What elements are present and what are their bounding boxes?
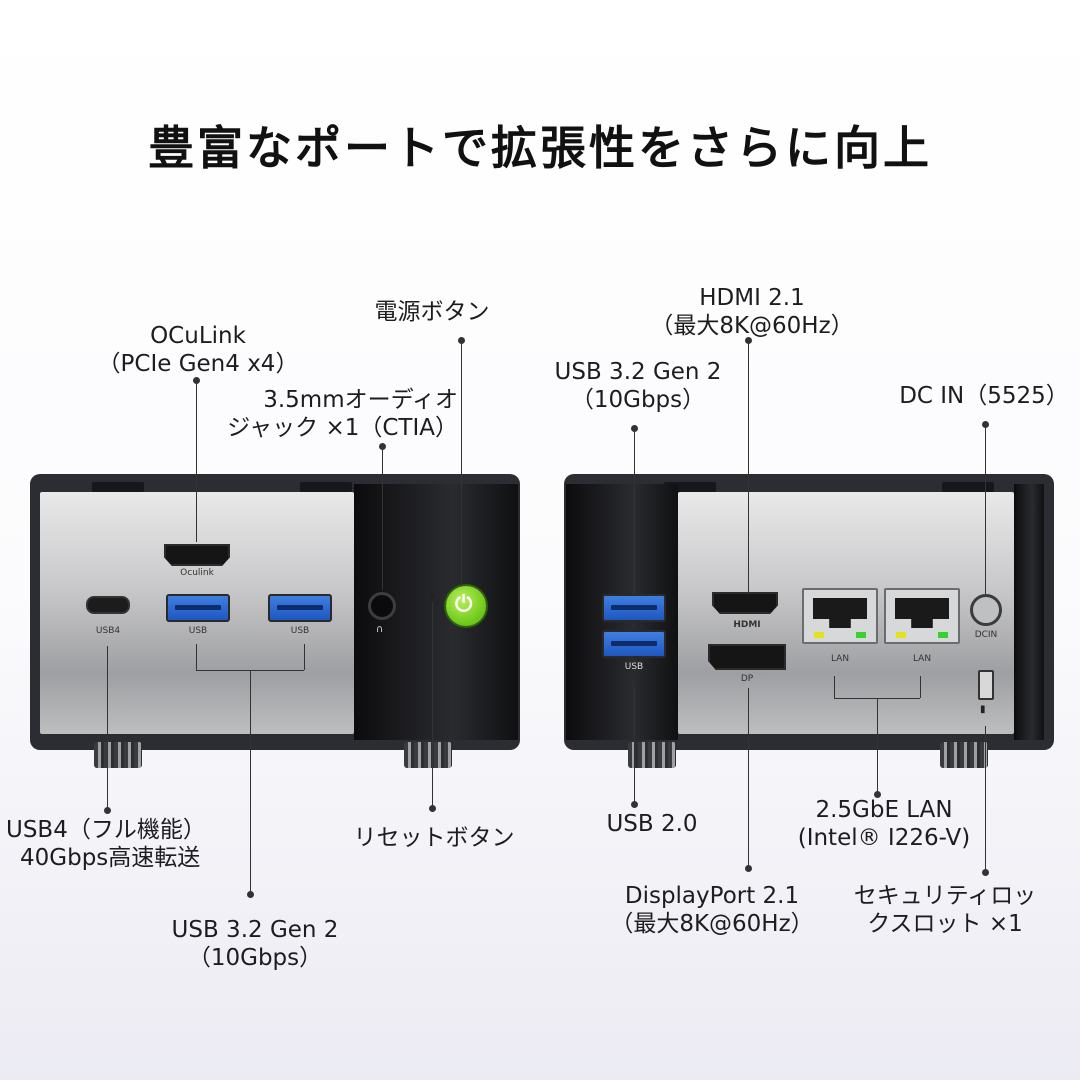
power-button-label: 電源ボタン (374, 299, 490, 325)
lan-label: 2.5GbE LAN(Intel® I226-V) (797, 797, 971, 851)
security-lock-label: セキュリティロックスロット ×1 (853, 883, 1037, 937)
reset-button-label: リセットボタン (353, 825, 515, 851)
hdmi-label: HDMI 2.1（最大8K@60Hz） (650, 285, 854, 339)
headphone-icon: ∩ (376, 624, 384, 635)
displayport-label: DisplayPort 2.1（最大8K@60Hz） (610, 883, 814, 937)
usb32-port (602, 594, 666, 622)
page-title: 豊富なポートで拡張性をさらに向上 (148, 121, 932, 175)
usb20-port (602, 630, 666, 658)
power-icon: ⏻ (455, 592, 473, 617)
audio-jack (368, 592, 396, 620)
lan-port-1 (802, 588, 878, 644)
usb32-left-label: USB 3.2 Gen 2（10Gbps） (171, 917, 339, 971)
power-button[interactable]: ⏻ (444, 584, 488, 628)
dcin-label: DC IN（5525） (899, 383, 1069, 409)
oculink-port (164, 544, 230, 566)
usb20-label: USB 2.0 (606, 811, 698, 837)
reset-pinhole (429, 593, 435, 599)
hdmi-port-label: HDMI (733, 620, 761, 630)
dcin-port-label: DCIN (974, 630, 998, 640)
usb32-right-label: USB 3.2 Gen 2（10Gbps） (554, 359, 722, 413)
audio-jack-label: 3.5mmオーディオジャック ×1（CTIA） (227, 387, 458, 441)
oculink-port-label: Oculink (180, 568, 214, 578)
usb-port-label-2: USB (290, 626, 310, 636)
usb-port-label-1: USB (188, 626, 208, 636)
usb-a-port-1 (166, 594, 230, 622)
lan-port-label-1: LAN (830, 654, 850, 664)
displayport-port (708, 644, 786, 670)
lan-port-label-2: LAN (912, 654, 932, 664)
lock-icon: ▮ (980, 704, 986, 715)
usb-port-label-right: USB (624, 662, 644, 672)
usb4-label: USB4（フル機能）40Gbps高速転送 (6, 817, 206, 871)
hdmi-port (712, 592, 778, 614)
lan-port-2 (884, 588, 960, 644)
usb4-port-label: USB4 (95, 626, 121, 636)
usb-a-port-2 (268, 594, 332, 622)
security-lock-slot (978, 670, 994, 700)
dc-in-port (970, 594, 1002, 626)
usb4-port (86, 596, 130, 614)
oculink-label: OCuLink（PCIe Gen4 x4） (97, 323, 299, 377)
dp-port-label: DP (740, 674, 754, 684)
